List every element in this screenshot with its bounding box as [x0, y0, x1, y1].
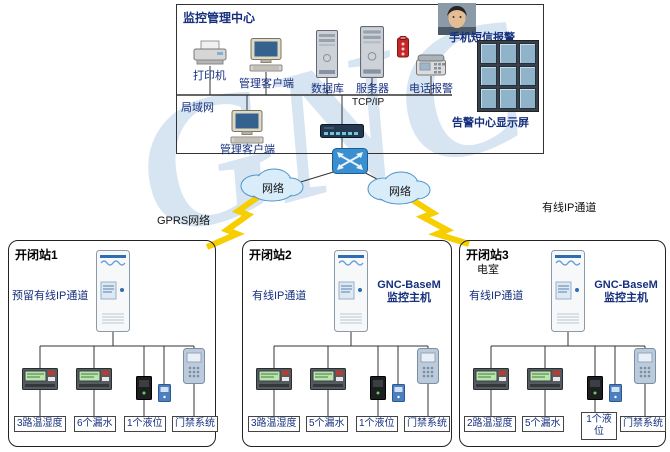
sensor-label: 门禁系统	[620, 416, 666, 432]
network-cloud-right-icon	[367, 171, 431, 205]
station-2-host-label: GNC-BaseM 监控主机	[374, 279, 444, 305]
sensor-label: 1个液位	[581, 412, 617, 440]
cloud-right-label: 网络	[389, 186, 411, 198]
temp-humidity-controller-icon	[256, 368, 292, 390]
monitoring-host-panel-icon	[334, 250, 368, 332]
sensor-label: 门禁系统	[404, 416, 450, 432]
alarm-display-wall	[477, 40, 539, 112]
station-1-box	[8, 240, 216, 447]
management-client2-computer-icon	[229, 110, 265, 144]
management-client-computer-icon	[248, 38, 284, 72]
station-3-host-label: GNC-BaseM 监控主机	[591, 279, 661, 305]
monitoring-host-panel-icon	[551, 250, 585, 332]
sensor-label: 1个液位	[124, 416, 166, 432]
server-label: 服务器	[356, 83, 389, 95]
management-client-label: 管理客户端	[239, 78, 294, 90]
access-control-icon	[634, 348, 656, 384]
display-wall-label: 告警中心显示屏	[452, 117, 529, 129]
access-control-icon	[183, 348, 205, 384]
lightning-link-gprs	[205, 194, 260, 250]
station-1-channel-label: 预留有线IP通道	[12, 290, 89, 302]
temp-humidity-controller-icon	[473, 368, 509, 390]
liquid-level-sensor-icon	[392, 384, 405, 402]
liquid-level-sensor-icon	[158, 384, 171, 402]
database-label: 数据库	[311, 83, 344, 95]
station-1-title: 开闭站1	[15, 248, 58, 262]
station-3-channel-label: 有线IP通道	[469, 290, 524, 302]
host-name: 监控主机	[604, 292, 648, 304]
sensor-label: 6个漏水	[74, 416, 116, 432]
water-leak-controller-icon	[76, 368, 112, 390]
sensor-label: 门禁系统	[172, 416, 218, 432]
network-switch-icon	[320, 124, 364, 138]
sensor-label: 1个液位	[356, 416, 398, 432]
sensor-label: 3路温湿度	[248, 416, 300, 432]
sensor-label: 3路温湿度	[14, 416, 66, 432]
water-leak-controller-icon	[310, 368, 346, 390]
access-control-icon	[417, 348, 439, 384]
network-cloud-left-icon	[240, 168, 304, 202]
printer-icon	[192, 40, 228, 66]
printer-label: 打印机	[193, 70, 226, 82]
temp-humidity-controller-icon	[22, 368, 58, 390]
station-2-channel-label: 有线IP通道	[252, 290, 307, 302]
tcpip-label: TCP/IP	[352, 97, 385, 108]
station-3-room-label: 电室	[477, 264, 499, 276]
station-3-title: 开闭站3	[466, 248, 509, 262]
database-tower-icon	[316, 30, 338, 78]
management-client2-label: 管理客户端	[220, 144, 275, 156]
station-2-title: 开闭站2	[249, 248, 292, 262]
host-model: GNC-BaseM	[377, 279, 441, 291]
cloud-left-label: 网络	[262, 183, 284, 195]
sensor-label: 5个漏水	[306, 416, 348, 432]
station-2-box	[242, 240, 452, 447]
station-wiring	[39, 332, 646, 416]
sensor-label: 2路温湿度	[464, 416, 516, 432]
water-leak-controller-icon	[527, 368, 563, 390]
lightning-link-wired	[409, 196, 470, 247]
station-3-box	[459, 240, 666, 447]
core-router-icon	[332, 148, 368, 174]
leak-sensor-icon	[136, 376, 152, 400]
wired-ip-channel-label: 有线IP通道	[542, 202, 597, 214]
gprs-network-label: GPRS网络	[157, 215, 211, 227]
telephone-icon	[416, 54, 446, 76]
phone-alarm-label: 电话报警	[409, 83, 453, 95]
leak-sensor-icon	[370, 376, 386, 400]
server-tower-icon	[360, 26, 384, 78]
sensor-label: 5个漏水	[522, 416, 564, 432]
lan-label: 局域网	[181, 102, 214, 114]
monitoring-host-panel-icon	[96, 250, 130, 332]
liquid-level-sensor-icon	[609, 384, 622, 402]
host-model: GNC-BaseM	[594, 279, 658, 291]
control-center-title: 监控管理中心	[183, 11, 256, 25]
host-name: 监控主机	[387, 292, 431, 304]
leak-sensor-icon	[587, 376, 603, 400]
alarm-light-icon	[397, 36, 409, 58]
